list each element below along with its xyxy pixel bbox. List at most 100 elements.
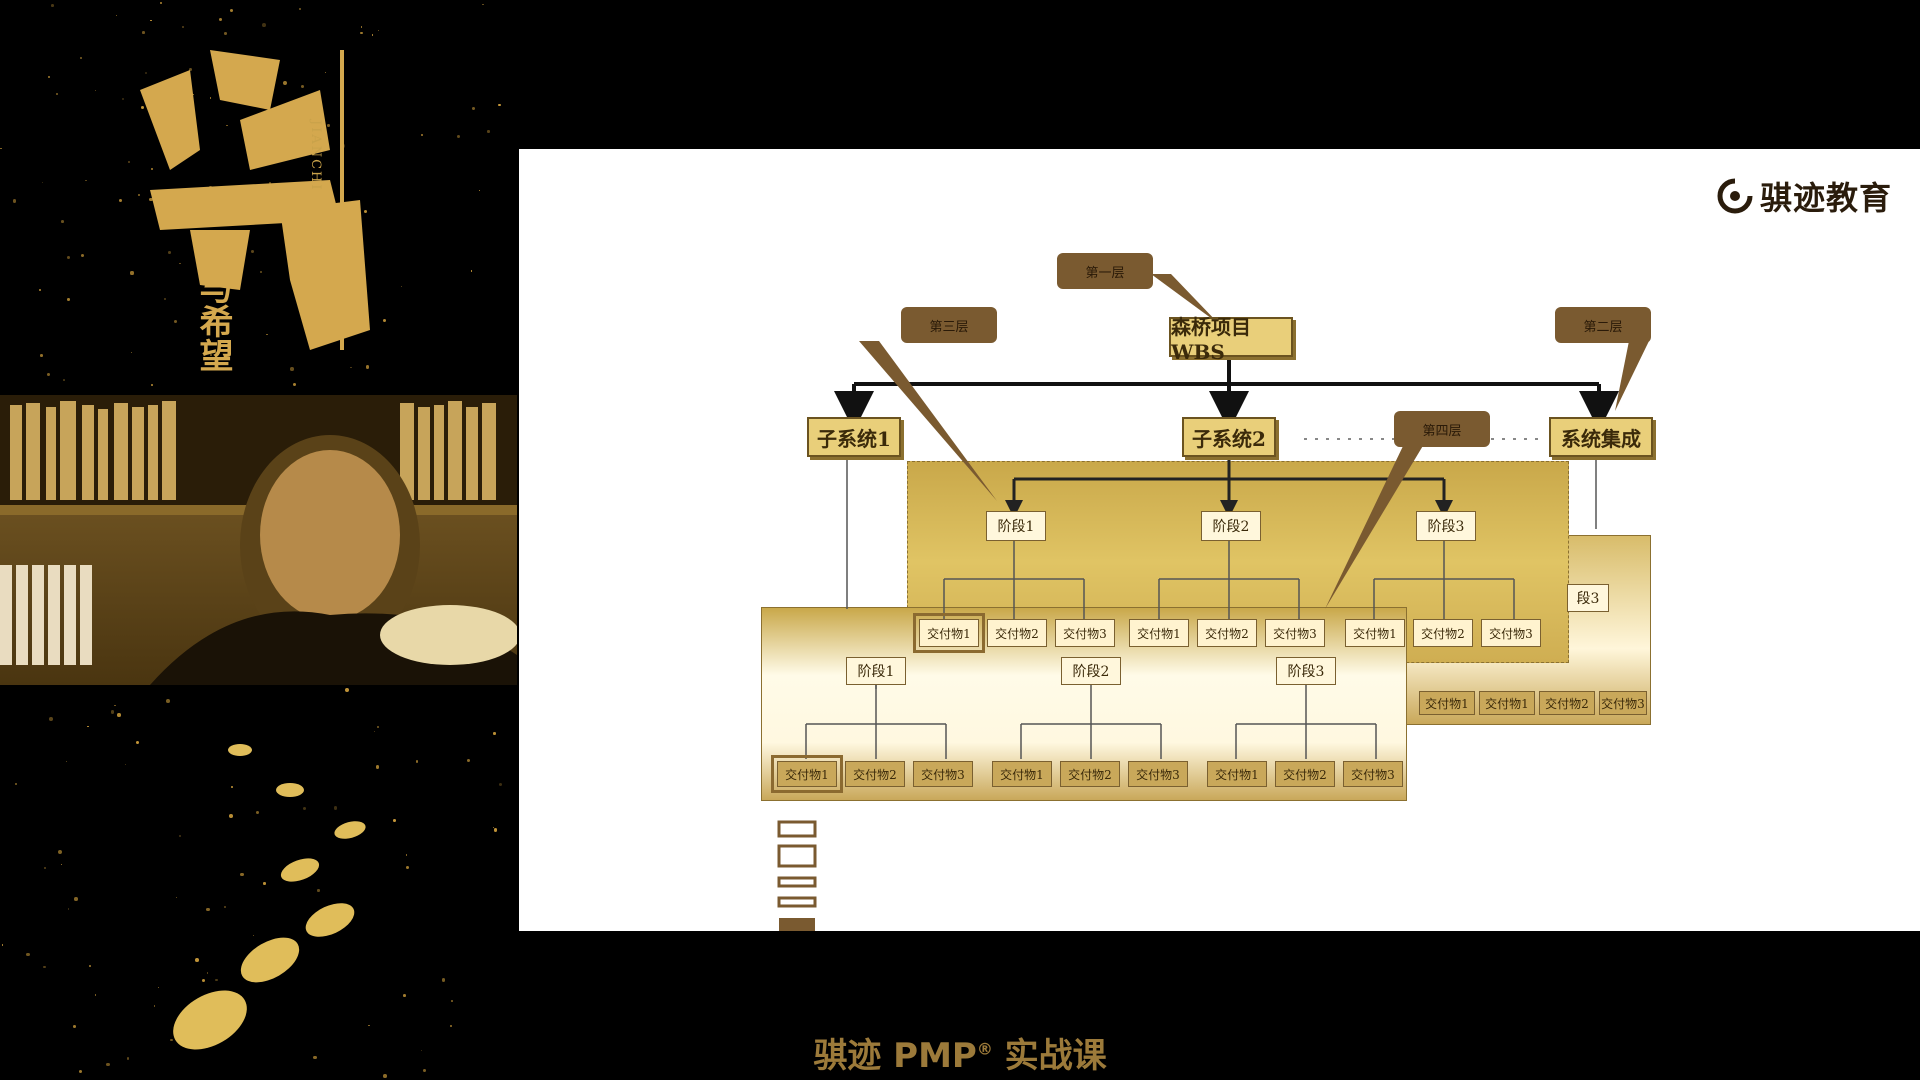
wbs-s2-p3-deliverable-1: 交付物1 xyxy=(1345,619,1405,647)
wbs-s1-phase-2: 阶段2 xyxy=(1061,657,1121,685)
gold-speck xyxy=(240,872,244,877)
gold-speck xyxy=(303,806,307,810)
gold-speck xyxy=(478,190,481,192)
gold-speck xyxy=(218,18,223,22)
gold-speck xyxy=(26,953,30,957)
gold-speck xyxy=(144,72,147,75)
gold-speck xyxy=(95,89,97,91)
gold-speck xyxy=(182,26,185,28)
gold-speck xyxy=(68,908,70,910)
gold-speck xyxy=(466,759,470,763)
gold-speck xyxy=(142,31,145,34)
gold-speck xyxy=(470,269,473,272)
gold-speck xyxy=(43,866,47,870)
gold-speck xyxy=(224,31,227,35)
gold-speck xyxy=(350,367,352,369)
wbs-s1-p2-deliverable-3: 交付物3 xyxy=(1128,761,1188,787)
gold-speck xyxy=(80,253,84,257)
wbs-s2-p2-deliverable-1: 交付物1 xyxy=(1129,619,1189,647)
wbs-back-deliverable-d: 交付物3 xyxy=(1599,691,1647,715)
gold-speck xyxy=(160,1,163,4)
gold-speck xyxy=(266,333,268,336)
gold-speck xyxy=(106,1063,110,1067)
wbs-connectors xyxy=(805,274,1649,759)
gold-speck xyxy=(14,782,17,785)
gold-speck xyxy=(368,1024,371,1027)
calligraphy-subtitle: 与希望 xyxy=(193,270,233,372)
gold-speck xyxy=(313,1055,317,1059)
callout-level-4: 第四层 xyxy=(1394,411,1490,447)
wbs-s2-p1-deliverable-1: 交付物1 xyxy=(913,613,985,653)
course-caption: 骐迹 PMP® 实战课 xyxy=(0,1028,1920,1077)
wbs-root: 森桥项目WBS xyxy=(1169,315,1293,364)
gold-speck xyxy=(79,56,83,60)
wbs-s1-p1-deliverable-2: 交付物2 xyxy=(845,761,905,787)
wbs-s2-p1-deliverable-2: 交付物2 xyxy=(987,619,1047,647)
gold-speck xyxy=(363,209,368,214)
wbs-s1-p3-deliverable-2: 交付物2 xyxy=(1275,761,1335,787)
gold-speck xyxy=(194,957,199,962)
gold-speck xyxy=(481,3,484,6)
gold-speck xyxy=(118,198,122,202)
gold-speck xyxy=(189,67,192,71)
gold-speck xyxy=(205,907,210,912)
wbs-back-deliverable-c: 交付物2 xyxy=(1539,691,1595,715)
wbs-subsystem-2: 子系统2 xyxy=(1182,417,1276,457)
gold-speck xyxy=(210,354,212,356)
gold-speck xyxy=(117,713,121,717)
gold-speck xyxy=(214,978,218,982)
webcam-feed xyxy=(0,395,517,685)
gold-speck xyxy=(150,19,152,22)
wbs-s2-p3-deliverable-3: 交付物3 xyxy=(1481,619,1541,647)
gold-speck xyxy=(327,124,331,127)
wbs-s1-p1-deliverable-3: 交付物3 xyxy=(913,761,973,787)
caption-suffix: 实战课 xyxy=(992,1036,1107,1076)
gold-speck xyxy=(499,783,503,787)
gold-speck xyxy=(136,740,140,744)
wbs-s1-p2-deliverable-2: 交付物2 xyxy=(1060,761,1120,787)
gold-speck xyxy=(250,250,255,254)
gold-speck xyxy=(457,135,461,139)
gold-speck xyxy=(178,834,181,837)
gold-speck xyxy=(450,1025,453,1028)
gold-speck xyxy=(224,905,227,908)
gold-speck xyxy=(43,965,47,969)
gold-speck xyxy=(130,351,133,353)
wbs-s1-p2-deliverable-1: 交付物1 xyxy=(992,761,1052,787)
calligraphy-art xyxy=(140,50,370,350)
webcam-scene xyxy=(0,395,517,685)
gold-speck xyxy=(73,1024,76,1028)
gold-speck xyxy=(165,698,170,703)
gold-speck xyxy=(269,182,271,184)
gold-speck xyxy=(402,993,406,997)
brand-logo: 骐迹教育 xyxy=(1716,173,1892,219)
gold-speck xyxy=(256,810,260,815)
gold-speck xyxy=(324,71,327,74)
gold-speck xyxy=(263,882,266,885)
gold-speck xyxy=(121,97,125,101)
gold-speck xyxy=(260,270,263,273)
gold-speck xyxy=(63,379,65,381)
wbs-s1-p1-deliverable-1: 交付物1 xyxy=(771,755,843,793)
gold-speck xyxy=(127,160,130,163)
gold-speck xyxy=(138,193,141,196)
gold-speck xyxy=(317,889,320,892)
wbs-system-integration: 系统集成 xyxy=(1549,417,1653,457)
gold-speck xyxy=(12,199,16,203)
wbs-s2-p2-deliverable-2: 交付物2 xyxy=(1197,619,1257,647)
gold-speck xyxy=(55,93,58,96)
gold-speck xyxy=(378,29,380,31)
gold-speck xyxy=(471,107,475,111)
gold-speck xyxy=(360,31,363,35)
gold-speck xyxy=(365,364,370,369)
wbs-back-phase-3: 段3 xyxy=(1567,584,1609,612)
gold-speck xyxy=(150,384,153,386)
gold-speck xyxy=(487,130,490,133)
gold-speck xyxy=(1,944,3,946)
gold-speck xyxy=(405,854,408,856)
wbs-s1-phase-1: 阶段1 xyxy=(846,657,906,685)
gold-speck xyxy=(168,251,172,254)
gold-speck xyxy=(442,978,446,982)
caption-text: 骐迹 PMP xyxy=(813,1036,977,1076)
gold-speck xyxy=(375,765,379,769)
